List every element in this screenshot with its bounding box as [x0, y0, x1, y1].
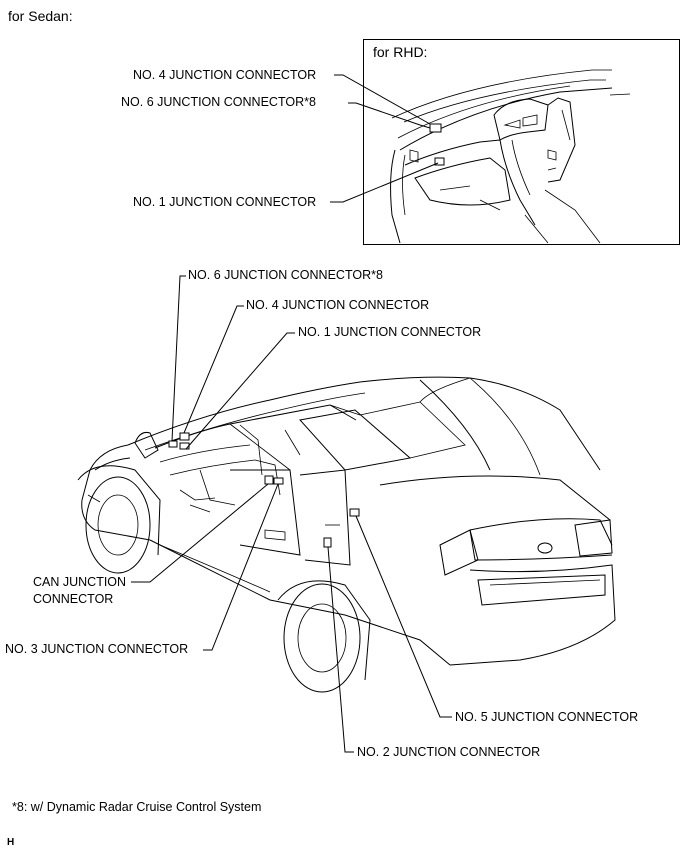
label-can-junction-connector-line1: CAN JUNCTION: [33, 575, 127, 589]
label-can-junction-connector-line2: CONNECTOR: [33, 592, 114, 606]
rhd-label-no4-junction-connector: NO. 4 JUNCTION CONNECTOR: [133, 68, 317, 82]
can-junction-connector: [264, 475, 274, 485]
section-heading: for Sedan:: [8, 8, 73, 24]
no5-connector: [349, 508, 360, 517]
label-no3-junction-connector: NO. 3 JUNCTION CONNECTOR: [5, 642, 189, 656]
rhd-label-no6-junction-connector: NO. 6 JUNCTION CONNECTOR*8: [121, 95, 316, 109]
main-leader-lines: [131, 275, 452, 753]
no2-connector: [323, 537, 332, 548]
no4-connector: [179, 432, 190, 441]
car-drawing: [77, 376, 616, 693]
label-no1-junction-connector: NO. 1 JUNCTION CONNECTOR: [298, 325, 482, 339]
rhd-dashboard-drawing: [390, 69, 631, 244]
no3-connector: [273, 477, 284, 485]
label-no4-junction-connector: NO. 4 JUNCTION CONNECTOR: [246, 298, 430, 312]
label-no5-junction-connector: NO. 5 JUNCTION CONNECTOR: [455, 710, 639, 724]
label-no2-junction-connector: NO. 2 JUNCTION CONNECTOR: [357, 745, 541, 759]
rhd-inset-title: for RHD:: [373, 44, 428, 60]
footnote: *8: w/ Dynamic Radar Cruise Control Syst…: [12, 800, 262, 814]
rhd-no4-connector: [429, 123, 442, 133]
no1-connector: [179, 442, 190, 450]
rhd-leader-lines: [330, 74, 439, 203]
label-no6-junction-connector: NO. 6 JUNCTION CONNECTOR*8: [188, 268, 383, 282]
rhd-label-no1-junction-connector: NO. 1 JUNCTION CONNECTOR: [133, 195, 317, 209]
figure-code: H: [7, 837, 15, 848]
rhd-no1-connector: [434, 157, 445, 166]
no6-connector: [168, 440, 178, 448]
rhd-inset-frame: for RHD:: [363, 39, 680, 245]
